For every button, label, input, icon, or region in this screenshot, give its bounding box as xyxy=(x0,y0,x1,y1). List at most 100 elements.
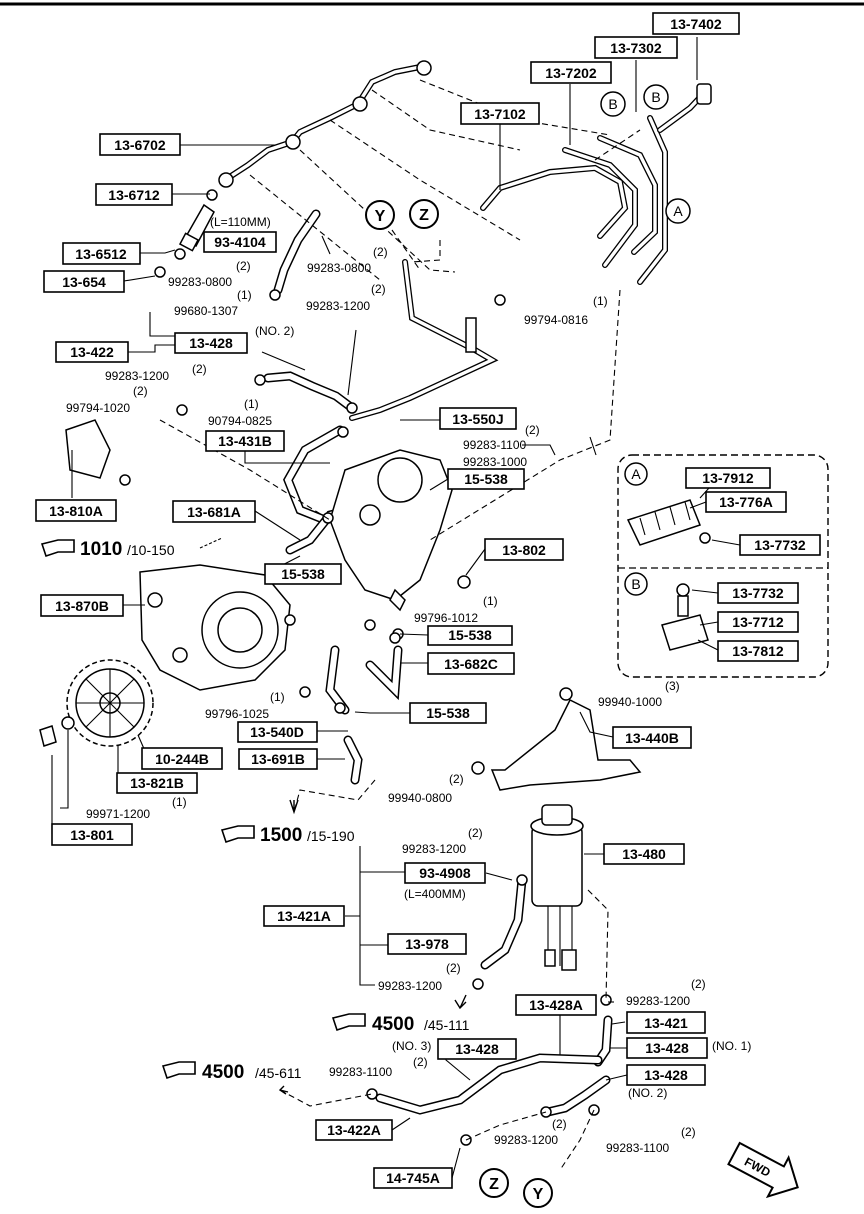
page-ref-sub: /15-190 xyxy=(307,828,355,844)
note: (NO. 2) xyxy=(628,1086,667,1100)
qty: (2) xyxy=(133,384,148,398)
part-label: 13-550J xyxy=(452,411,503,427)
part-label: 13-801 xyxy=(70,827,114,843)
page-references: 1010 /10-150 1500 /15-190 4500 /45-111 4… xyxy=(40,537,470,1095)
part-label: 13-428 xyxy=(644,1067,688,1083)
ref-number: 99283-1000 xyxy=(463,455,527,469)
part-label: 13-7402 xyxy=(670,16,722,32)
qty: (2) xyxy=(373,245,388,259)
part-label: 13-480 xyxy=(622,846,666,862)
ref-number: 90794-0825 xyxy=(208,414,272,428)
ref-number: 99283-1200 xyxy=(626,994,690,1008)
fwd-arrow-icon: FWD xyxy=(727,1141,799,1199)
page-ref-sub: /45-611 xyxy=(255,1065,302,1081)
qty: (2) xyxy=(446,961,461,975)
pointing-hand-icon xyxy=(331,1013,366,1032)
qty: (2) xyxy=(236,259,251,273)
part-label: 13-428 xyxy=(189,335,233,351)
qty: (2) xyxy=(681,1125,696,1139)
ref-number: 99680-1307 xyxy=(174,304,238,318)
part-label: 13-810A xyxy=(49,503,103,519)
pointing-hand-icon xyxy=(161,1061,196,1080)
callout-letter: Y xyxy=(533,1186,544,1203)
detail-inset xyxy=(617,454,829,678)
ref-number: 99283-1100 xyxy=(463,438,526,452)
qty: (3) xyxy=(665,679,680,693)
pointing-hand-icon xyxy=(220,825,255,844)
part-label: 13-7202 xyxy=(545,65,597,81)
callout-letter: B xyxy=(608,96,617,112)
ref-number: 99283-1200 xyxy=(105,369,169,383)
part-label: 93-4908 xyxy=(419,865,471,881)
callout-letter: Z xyxy=(489,1176,499,1193)
ref-number: 99283-1200 xyxy=(378,979,442,993)
page-ref-number: 4500 xyxy=(372,1014,414,1035)
qty: (1) xyxy=(172,795,187,809)
callout-letter: Y xyxy=(375,208,386,225)
page-ref-number: 1010 xyxy=(80,539,122,560)
qty: (2) xyxy=(371,282,386,296)
ref-number: 99283-1100 xyxy=(329,1065,392,1079)
part-label: 13-428A xyxy=(529,997,583,1013)
inset-b-label: 13-7732 xyxy=(732,585,784,601)
inset-letter: B xyxy=(631,576,640,592)
qty: (2) xyxy=(691,977,706,991)
part-label: 93-4104 xyxy=(214,234,266,250)
part-label: 13-6512 xyxy=(75,246,127,262)
qty: (2) xyxy=(413,1055,428,1069)
note: (NO. 2) xyxy=(255,324,294,338)
part-label: 13-421A xyxy=(277,908,331,924)
qty: (1) xyxy=(593,294,608,308)
qty: (1) xyxy=(270,690,285,704)
part-label-boxes: 13-7402 13-7302 13-7202 13-7102 13-6702 … xyxy=(35,12,821,1189)
part-label: 10-244B xyxy=(155,751,209,767)
inset-a-label: 13-7912 xyxy=(702,470,754,486)
leader-lines xyxy=(51,37,698,1179)
callout-letter: A xyxy=(673,203,683,219)
note: (NO. 1) xyxy=(712,1039,751,1053)
pointing-hand-icon xyxy=(40,539,75,558)
part-label: 13-422 xyxy=(70,344,114,360)
part-label: 13-7102 xyxy=(474,106,526,122)
ref-number: 99796-1012 xyxy=(414,611,478,625)
part-label: 14-745A xyxy=(386,1170,440,1186)
page-ref-1010[interactable]: 1010 /10-150 xyxy=(40,537,223,560)
inset-b-label: 13-7712 xyxy=(732,614,784,630)
part-label: 13-870B xyxy=(55,598,109,614)
qty: (1) xyxy=(244,397,259,411)
part-label: 15-538 xyxy=(464,471,508,487)
part-label: 13-428 xyxy=(645,1040,689,1056)
page-ref-number: 1500 xyxy=(260,825,302,846)
part-label: 15-538 xyxy=(281,566,325,582)
note: (L=110MM) xyxy=(210,215,271,229)
part-label: 13-6712 xyxy=(108,187,160,203)
part-label: 13-802 xyxy=(502,542,546,558)
qty: (2) xyxy=(552,1117,567,1131)
qty: (2) xyxy=(449,772,464,786)
part-label: 13-681A xyxy=(187,504,241,520)
note: (L=400MM) xyxy=(404,887,466,901)
note: (NO. 3) xyxy=(392,1039,431,1053)
ref-number: 99283-1200 xyxy=(306,299,370,313)
illustration xyxy=(39,60,712,1146)
ref-number: 99283-1100 xyxy=(606,1141,669,1155)
page-ref-1500[interactable]: 1500 /15-190 xyxy=(220,799,355,846)
part-label: 13-431B xyxy=(218,433,272,449)
inset-b-label: 13-7812 xyxy=(732,643,784,659)
part-label: 13-691B xyxy=(251,751,305,767)
callout-letter: B xyxy=(651,89,660,105)
page-ref-4500-b[interactable]: 4500 /45-611 xyxy=(161,1061,302,1095)
inset-a-label: 13-7732 xyxy=(754,537,806,553)
part-label: 13-6702 xyxy=(114,137,166,153)
part-label: 13-7302 xyxy=(610,40,662,56)
part-label: 13-978 xyxy=(405,936,449,952)
qty: (1) xyxy=(483,594,498,608)
page-ref-4500-a[interactable]: 4500 /45-111 xyxy=(331,994,470,1035)
part-label: 13-682C xyxy=(444,656,498,672)
part-label: 13-421 xyxy=(644,1015,688,1031)
part-label: 13-654 xyxy=(62,274,106,290)
page-ref-sub: /45-111 xyxy=(424,1017,470,1033)
ref-number: 99940-1000 xyxy=(598,695,662,709)
reference-texts: (L=110MM) (2) 99283-0800 (2) 99283-0800 … xyxy=(66,215,751,1155)
